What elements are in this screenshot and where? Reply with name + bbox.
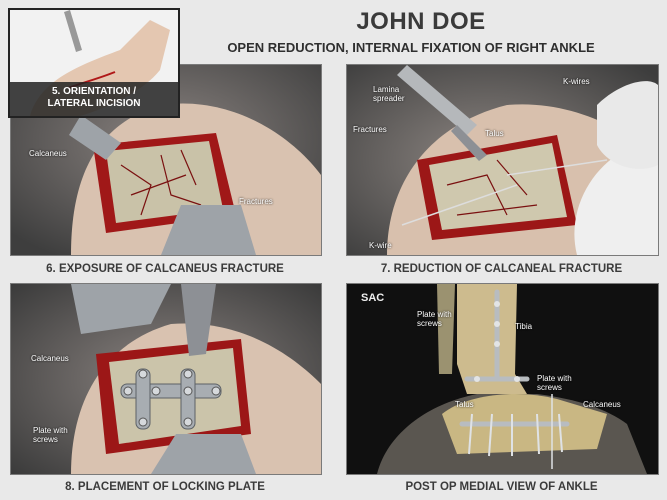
sac-badge: SAC — [361, 292, 385, 304]
caption-locking-plate: 8. PLACEMENT OF LOCKING PLATE — [65, 481, 265, 493]
locking-plate-illustration — [11, 284, 321, 474]
label-k-wires: K-wires — [563, 77, 590, 86]
label-plate-line1: Plate with — [33, 426, 68, 435]
label-fractures: Fractures — [353, 125, 387, 134]
panel-post-op: SAC Plate with screws Tibia Plate with s… — [346, 283, 659, 475]
caption-post-op: POST OP MEDIAL VIEW OF ANKLE — [405, 481, 598, 493]
page-title: JOHN DOE — [356, 8, 486, 35]
label-calcaneus: Calcaneus — [31, 354, 69, 363]
label-calcaneus: Calcaneus — [29, 149, 67, 158]
caption-exposure: 6. EXPOSURE OF CALCANEUS FRACTURE — [46, 263, 284, 275]
reduction-illustration — [347, 65, 658, 255]
label-calcaneus: Calcaneus — [583, 400, 621, 409]
label-plate-with-screws: Plate with screws — [33, 426, 68, 444]
orientation-illustration — [10, 10, 178, 116]
inset-orientation: 5. ORIENTATION / LATERAL INCISION — [8, 8, 180, 118]
label-talus: Talus — [455, 400, 474, 409]
label-plate-a-line2: screws — [417, 319, 442, 328]
label-plate-b-line1: Plate with — [537, 374, 572, 383]
page-subtitle: OPEN REDUCTION, INTERNAL FIXATION OF RIG… — [227, 40, 595, 55]
label-k-wire: K-wire — [369, 241, 392, 250]
inset-label-line1: 5. ORIENTATION / — [51, 86, 137, 97]
label-plate-b-line2: screws — [537, 383, 562, 392]
label-plate-a-line1: Plate with — [417, 310, 452, 319]
panel-reduction: Lamina spreader K-wires Fractures Talus … — [346, 64, 659, 256]
label-plate-with-screws-upper: Plate with screws — [417, 310, 452, 328]
label-lamina-line1: Lamina — [373, 85, 400, 94]
post-op-illustration — [347, 284, 658, 474]
caption-reduction: 7. REDUCTION OF CALCANEAL FRACTURE — [380, 263, 623, 275]
inset-label-line2: LATERAL INCISION — [47, 98, 141, 109]
inset-label: 5. ORIENTATION / LATERAL INCISION — [10, 86, 178, 110]
label-tibia: Tibia — [515, 322, 533, 331]
label-plate-with-screws-lower: Plate with screws — [537, 374, 572, 392]
label-talus: Talus — [485, 129, 504, 138]
label-lamina-line2: spreader — [373, 94, 405, 103]
panel-locking-plate: Calcaneus Plate with screws — [10, 283, 322, 475]
label-lamina-spreader: Lamina spreader — [373, 85, 405, 103]
label-fractures: Fractures — [239, 197, 273, 206]
label-plate-line2: screws — [33, 435, 58, 444]
